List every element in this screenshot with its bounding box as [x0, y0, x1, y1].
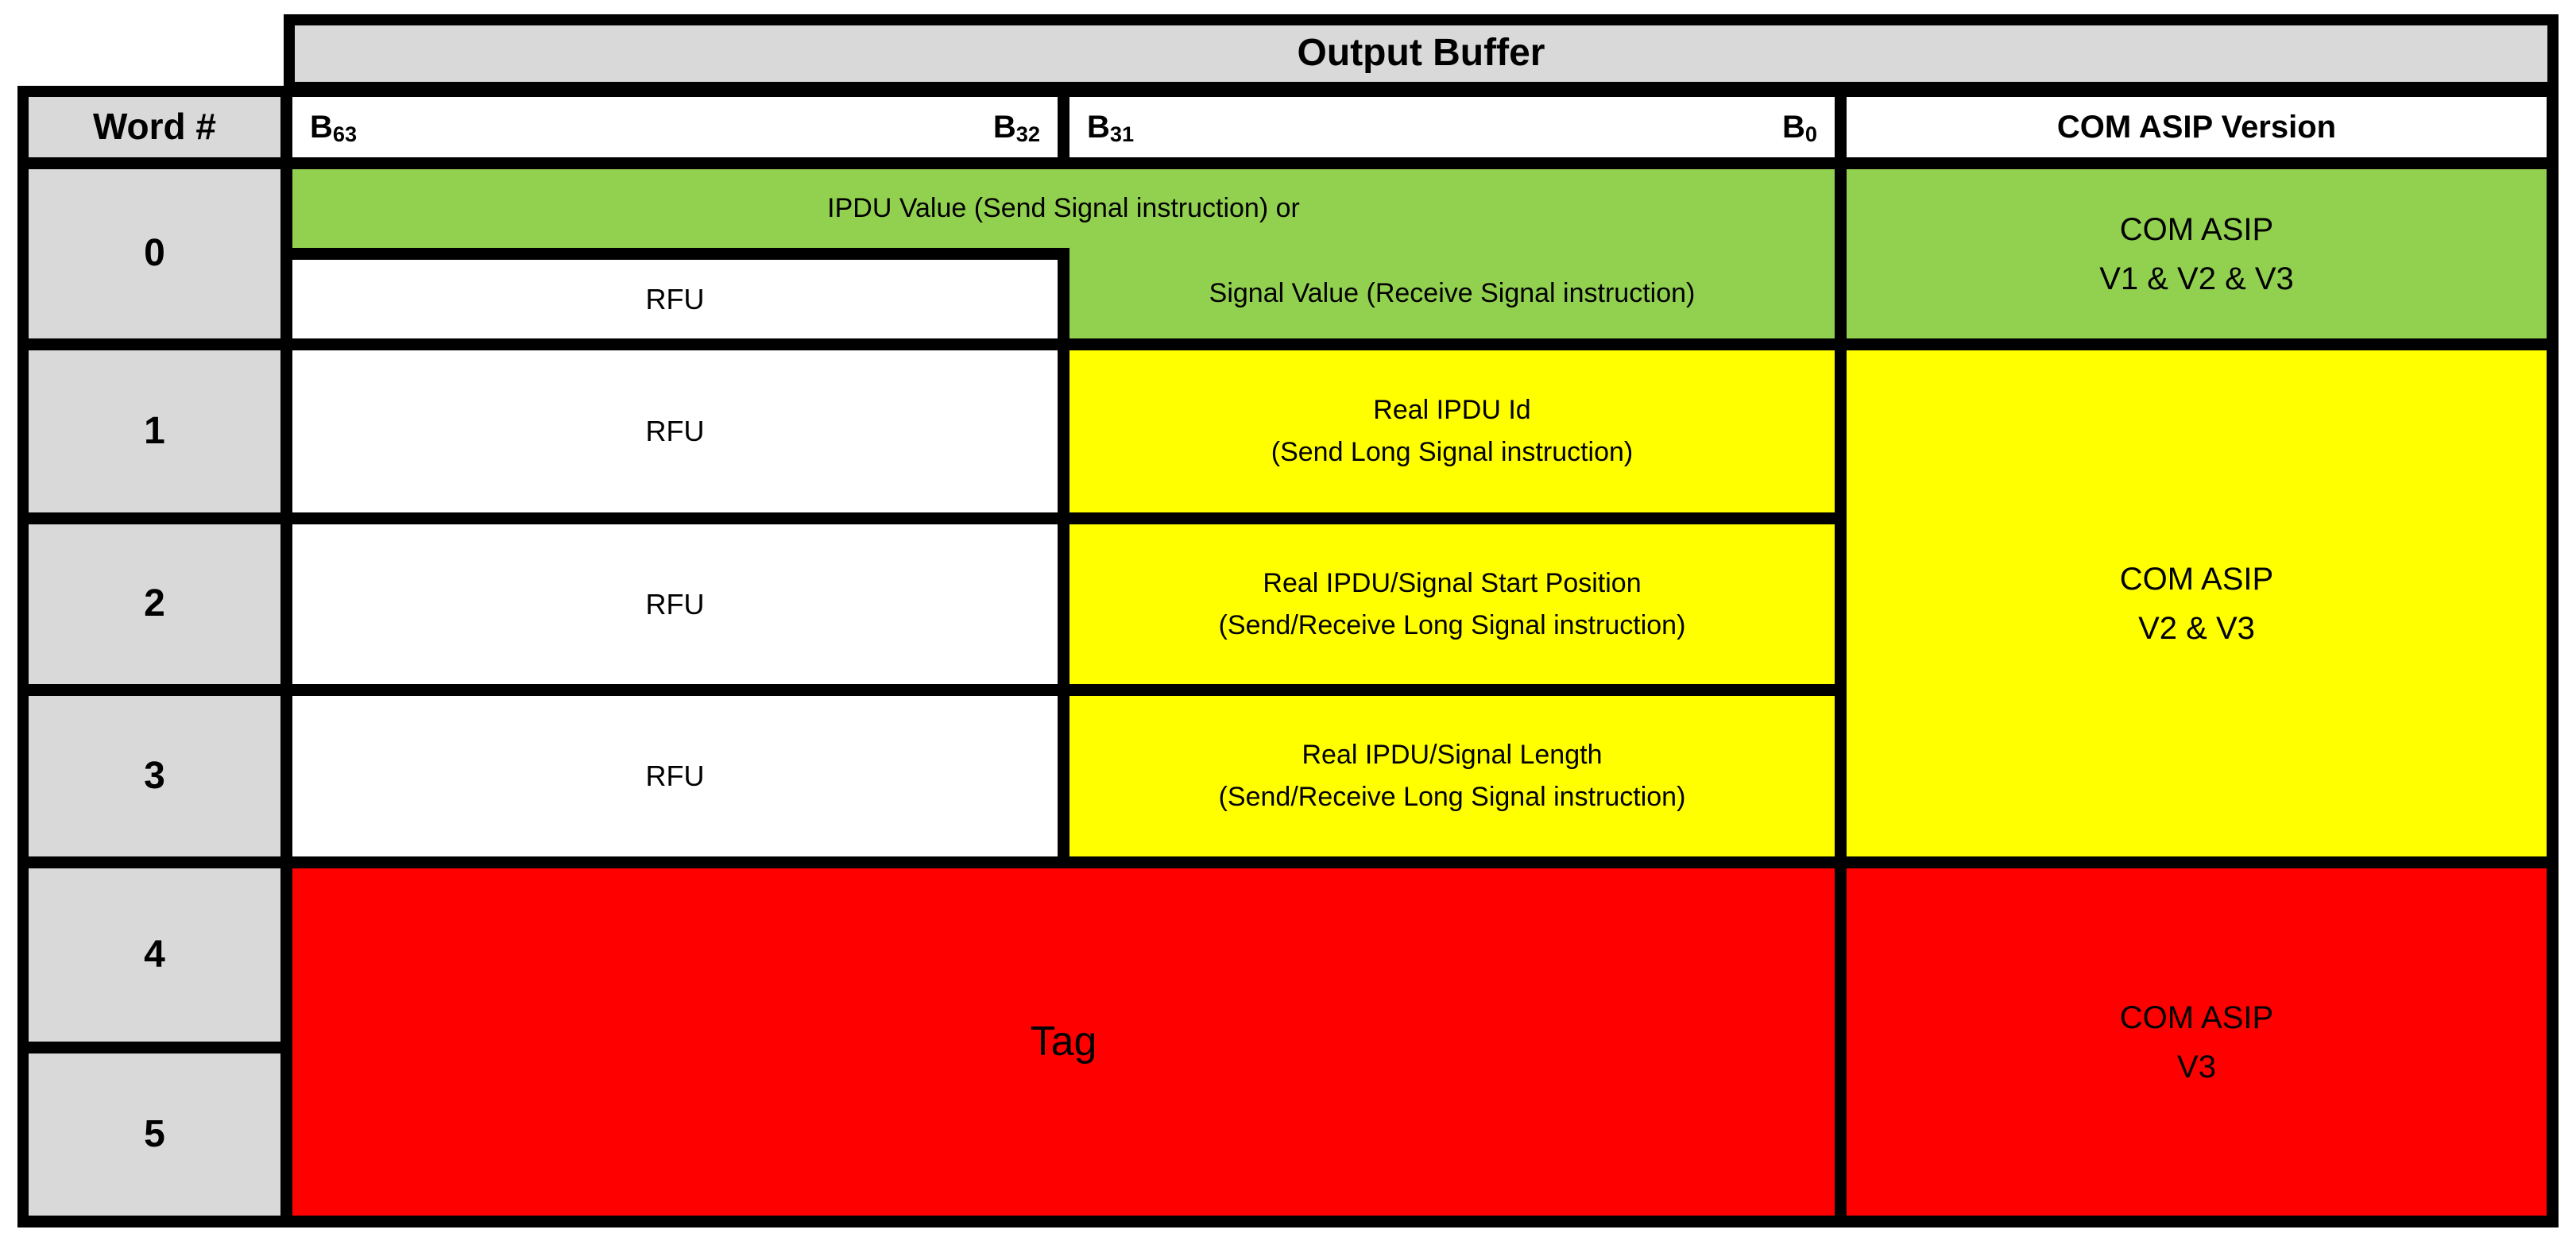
real-ipdu-id-cell: Real IPDU Id (Send Long Signal instructi… [1069, 350, 1835, 512]
com-asip-v2-v3-cell: COM ASIP V2 & V3 [1847, 350, 2547, 856]
word-number-4: 4 [29, 868, 280, 1042]
word-column-header: Word # [29, 97, 280, 157]
com-asip-version-header: COM ASIP Version [1847, 97, 2547, 157]
word-number-0: 0 [29, 169, 280, 338]
com-asip-v3-cell: COM ASIP V3 [1847, 868, 2547, 1216]
ipdu-value-cell: IPDU Value (Send Signal instruction) or [827, 193, 1300, 224]
real-length-cell: Real IPDU/Signal Length (Send/Receive Lo… [1069, 696, 1835, 856]
rfu-cell-word1: RFU [292, 350, 1058, 512]
word-number-2: 2 [29, 524, 280, 684]
output-buffer-title: Output Buffer [295, 25, 2547, 82]
com-asip-v1-v2-v3-cell: COM ASIP V1 & V2 & V3 [1847, 169, 2547, 338]
word-number-5: 5 [29, 1053, 280, 1216]
rfu-cell-word2: RFU [292, 524, 1058, 684]
signal-value-cell: Signal Value (Receive Signal instruction… [1209, 277, 1696, 308]
word-number-1: 1 [29, 350, 280, 512]
tag-cell: Tag [292, 868, 1835, 1216]
word-number-3: 3 [29, 696, 280, 856]
rfu-cell-word0: RFU [292, 248, 1069, 338]
real-start-position-cell: Real IPDU/Signal Start Position (Send/Re… [1069, 524, 1835, 684]
rfu-cell-word3: RFU [292, 696, 1058, 856]
